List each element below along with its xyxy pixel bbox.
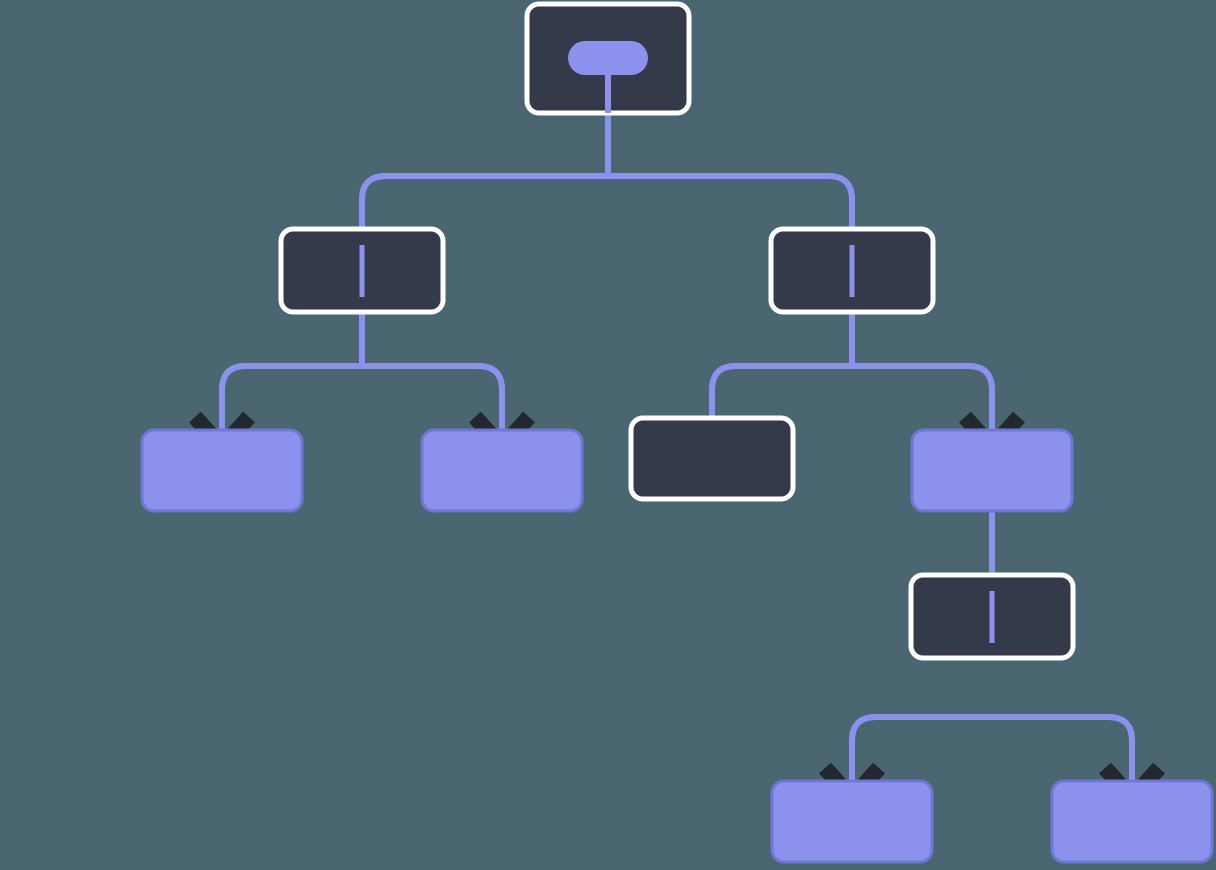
node-bar-indicator — [849, 245, 855, 297]
edge-bus-level-1 — [359, 173, 855, 229]
empty-node-body[interactable] — [628, 415, 796, 502]
leaf-node-2[interactable] — [420, 428, 584, 513]
leaf-node-2-body[interactable] — [420, 428, 584, 513]
leaf-node-4[interactable] — [1050, 779, 1214, 864]
branch-node-left[interactable] — [278, 226, 446, 315]
leaf-node-3-body[interactable] — [770, 779, 934, 864]
node-pill-indicator — [568, 41, 648, 75]
branch-node-right[interactable] — [768, 226, 936, 315]
empty-node[interactable] — [628, 415, 796, 502]
edge-bus-right-branch-overlay — [709, 363, 995, 445]
edge-bus-left-branch-overlay — [219, 363, 505, 445]
sub-branch-node[interactable] — [908, 572, 1076, 661]
node-layer — [140, 1, 1214, 864]
mid-node-purple[interactable] — [910, 428, 1074, 513]
node-bar-indicator — [989, 591, 995, 643]
leaf-node-4-body[interactable] — [1050, 779, 1214, 864]
edge-bus-level-1-overlay — [359, 173, 855, 229]
root-node[interactable] — [524, 1, 692, 116]
edge-bus-sub-branch-overlay — [849, 714, 1135, 796]
leaf-node-1-body[interactable] — [140, 428, 304, 513]
node-bar-indicator — [359, 245, 365, 297]
leaf-node-3[interactable] — [770, 779, 934, 864]
leaf-node-1[interactable] — [140, 428, 304, 513]
mid-node-purple-body[interactable] — [910, 428, 1074, 513]
edge-overlay-layer — [219, 113, 1135, 796]
